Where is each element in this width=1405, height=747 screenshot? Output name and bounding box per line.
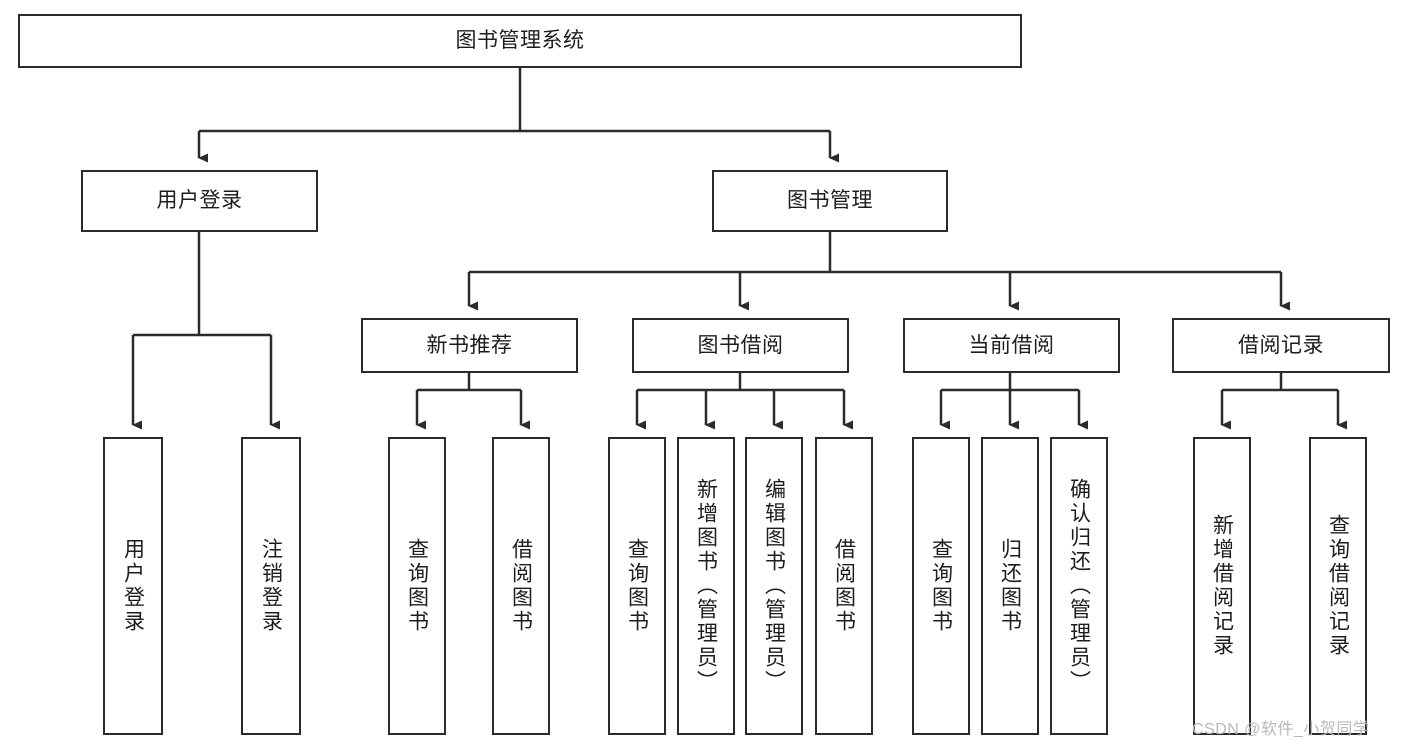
node-leaf-logout-login-label: 注销登录	[259, 538, 283, 634]
node-borrow-record-label: 借阅记录	[1238, 333, 1324, 357]
node-leaf-add-book-label: 新增图书（管理员）	[694, 478, 718, 694]
node-book-manage[interactable]: 图书管理	[712, 170, 948, 232]
node-borrow-record[interactable]: 借阅记录	[1172, 318, 1390, 373]
node-leaf-query-book-1[interactable]: 查询图书	[388, 437, 446, 735]
node-leaf-query-book-2-label: 查询图书	[625, 538, 649, 634]
node-leaf-edit-book-label: 编辑图书（管理员）	[762, 478, 786, 694]
node-leaf-query-book-3[interactable]: 查询图书	[912, 437, 970, 735]
node-user-login[interactable]: 用户登录	[81, 170, 318, 232]
node-new-book-recommend-label: 新书推荐	[426, 333, 513, 357]
node-leaf-query-book-3-label: 查询图书	[929, 538, 953, 634]
node-leaf-add-record-label: 新增借阅记录	[1210, 514, 1234, 658]
csdn-watermark: CSDN @软件_小贺同学	[1192, 721, 1370, 738]
node-leaf-logout-login[interactable]: 注销登录	[241, 437, 301, 735]
node-leaf-query-book-1-label: 查询图书	[405, 538, 429, 634]
connector-group-new-book-recommend	[415, 373, 530, 430]
node-root-label: 图书管理系统	[455, 29, 585, 53]
node-leaf-borrow-book-1[interactable]: 借阅图书	[492, 437, 550, 735]
node-leaf-confirm-return-label: 确认归还（管理员）	[1067, 478, 1091, 694]
node-leaf-return-book-label: 归还图书	[998, 538, 1022, 634]
node-current-borrow-label: 当前借阅	[968, 333, 1055, 357]
node-leaf-add-book[interactable]: 新增图书（管理员）	[677, 437, 735, 735]
node-user-login-label: 用户登录	[156, 189, 243, 213]
node-leaf-borrow-book-1-label: 借阅图书	[509, 538, 533, 634]
connector-group-book-manage	[467, 232, 1290, 311]
node-book-borrow-label: 图书借阅	[697, 333, 784, 357]
connector-group-current-borrow	[939, 373, 1088, 430]
node-leaf-confirm-return[interactable]: 确认归还（管理员）	[1050, 437, 1108, 735]
connector-group-book-borrow	[635, 373, 853, 430]
node-leaf-borrow-book-2[interactable]: 借阅图书	[815, 437, 873, 735]
connector-group-user-login	[131, 232, 280, 430]
connector-group-root	[197, 68, 839, 163]
node-leaf-add-record[interactable]: 新增借阅记录	[1193, 437, 1251, 735]
node-leaf-query-record[interactable]: 查询借阅记录	[1309, 437, 1367, 735]
node-leaf-query-book-2[interactable]: 查询图书	[608, 437, 666, 735]
node-leaf-query-record-label: 查询借阅记录	[1326, 514, 1350, 658]
node-new-book-recommend[interactable]: 新书推荐	[361, 318, 578, 373]
node-leaf-user-login-label: 用户登录	[121, 538, 145, 634]
node-leaf-borrow-book-2-label: 借阅图书	[832, 538, 856, 634]
node-root[interactable]: 图书管理系统	[18, 14, 1022, 68]
node-book-borrow[interactable]: 图书借阅	[632, 318, 849, 373]
node-book-manage-label: 图书管理	[787, 189, 873, 213]
connector-group-borrow-record	[1220, 373, 1347, 430]
node-current-borrow[interactable]: 当前借阅	[903, 318, 1120, 373]
node-leaf-edit-book[interactable]: 编辑图书（管理员）	[745, 437, 803, 735]
node-leaf-user-login[interactable]: 用户登录	[103, 437, 163, 735]
node-leaf-return-book[interactable]: 归还图书	[981, 437, 1039, 735]
